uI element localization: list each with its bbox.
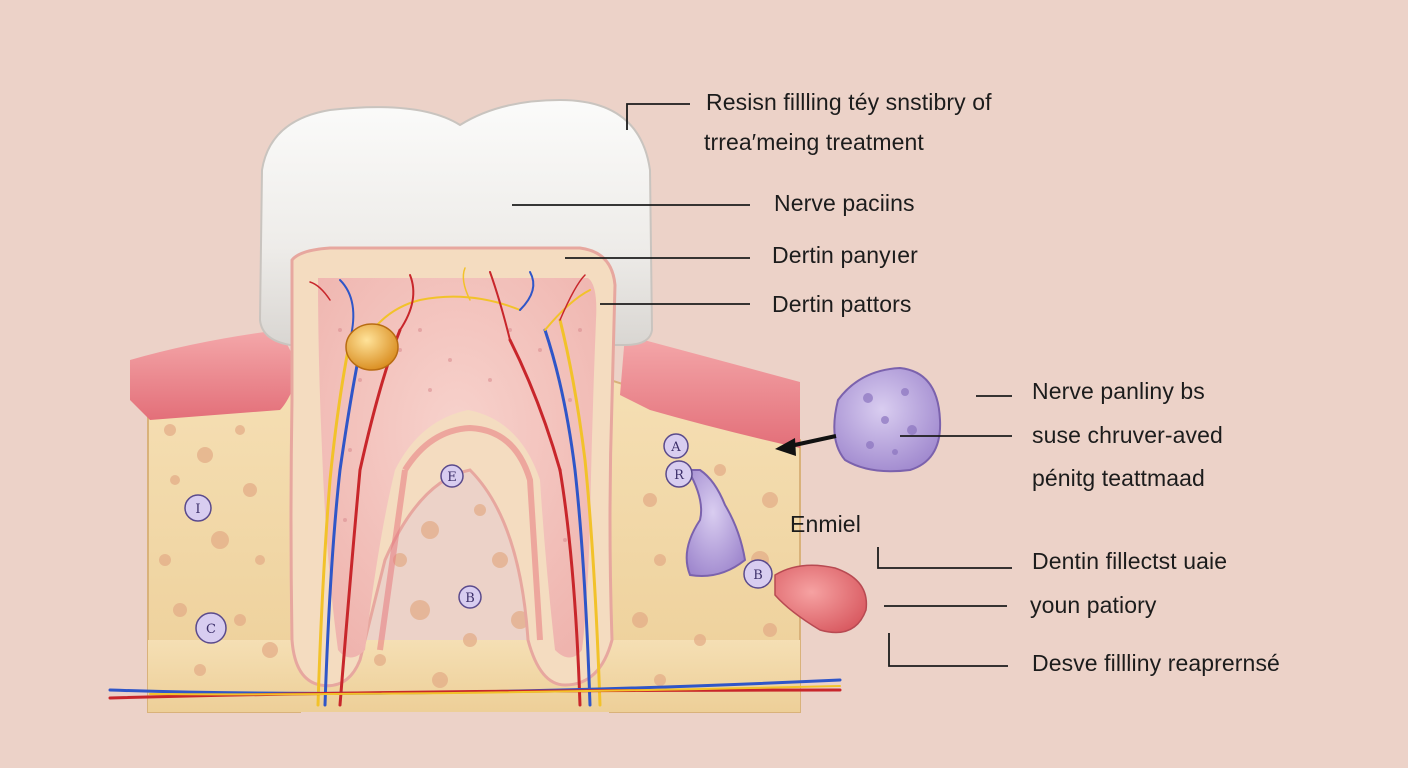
label-dentin-panyer: Dertin panyıer xyxy=(772,242,918,268)
marker-b-root-text: B xyxy=(753,568,763,583)
marker-e-text: E xyxy=(447,470,457,485)
marker-b-center-text: B xyxy=(465,591,475,606)
root-drop xyxy=(774,564,868,634)
marker-e: E xyxy=(440,464,464,488)
marker-b-root: B xyxy=(743,559,773,589)
gum-right xyxy=(620,335,800,448)
marker-c: C xyxy=(195,612,227,644)
marker-b-center: B xyxy=(458,585,482,609)
marker-i: I xyxy=(184,494,212,522)
label-suse-chruver: suse chruver-aved xyxy=(1032,422,1223,448)
label-nerve-panliny: Nerve panliny bs xyxy=(1032,378,1205,404)
marker-a: A xyxy=(663,433,689,459)
leader-lines xyxy=(512,103,1012,667)
cavity-gold xyxy=(345,323,399,371)
bone-pores xyxy=(159,424,778,688)
pulp-dots xyxy=(338,328,582,542)
label-resin-filling: Resisn fillling téy snstibry of xyxy=(706,89,992,115)
marker-r: R xyxy=(665,460,693,488)
label-desve-filliny: Desve fillliny reaprernsé xyxy=(1032,650,1280,676)
filling-pits xyxy=(863,388,917,455)
gum-left xyxy=(130,330,300,420)
label-enmiel: Enmiel xyxy=(790,511,861,537)
label-dentin-fillectst: Dentin fillectst uaie xyxy=(1032,548,1228,574)
label-nerve-paciins: Nerve paciins xyxy=(774,190,915,216)
root-canal-lining xyxy=(377,424,543,651)
label-pening-teatmand: pénitg teattmaad xyxy=(1032,465,1205,491)
arrow-head xyxy=(775,438,796,456)
marker-r-text: R xyxy=(674,468,685,483)
label-treatment: trrea′meing treatment xyxy=(704,129,924,155)
label-youn-patiory: youn patiory xyxy=(1030,592,1157,618)
vessels xyxy=(108,267,842,707)
marker-i-text: I xyxy=(195,502,200,517)
bone-base xyxy=(148,640,800,712)
marker-c-text: C xyxy=(206,622,216,637)
label-dentin-pators: Dertin pattors xyxy=(772,291,912,317)
arrow xyxy=(789,434,837,448)
filling-chain xyxy=(685,469,747,577)
marker-a-text: A xyxy=(670,440,681,455)
